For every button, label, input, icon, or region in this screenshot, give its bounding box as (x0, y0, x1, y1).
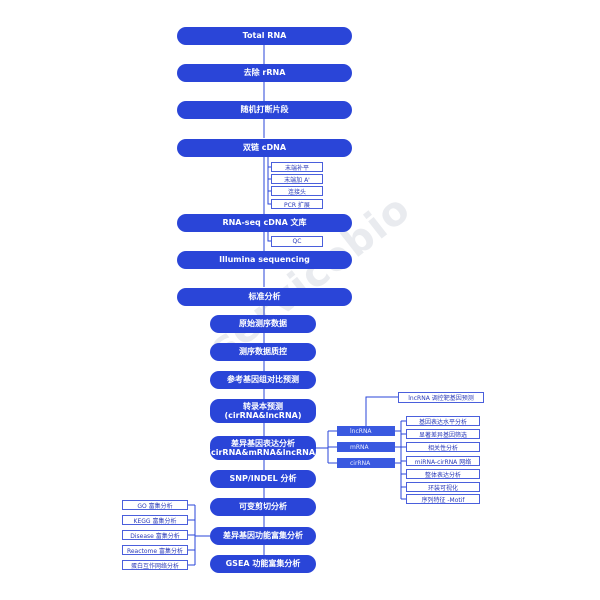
step-fragmentation: 随机打断片段 (177, 101, 352, 119)
analysis-snp-indel: SNP/INDEL 分析 (210, 470, 316, 488)
step-remove-rrna: 去除 rRNA (177, 64, 352, 82)
qc-box: QC (271, 236, 323, 247)
step-total-rna: Total RNA (177, 27, 352, 45)
enrichment-ppi: 蛋白互作网络分析 (122, 560, 188, 570)
enrichment-go: GO 富集分析 (122, 500, 188, 510)
rna-type-mrna: mRNA (337, 442, 395, 452)
right-analysis-mirna-network: miRNA-cirRNA 网络 (406, 456, 480, 466)
right-analysis-correlation: 相关性分析 (406, 442, 480, 452)
analysis-functional-enrichment: 差异基因功能富集分析 (210, 527, 316, 545)
analysis-qc: 测序数据质控 (210, 343, 316, 361)
cdna-step-end-repair: 末端补平 (271, 162, 323, 172)
step-standard-analysis: 标准分析 (177, 288, 352, 306)
right-analysis-expression-level: 基因表达水平分析 (406, 416, 480, 426)
analysis-alignment: 参考基因组对比预测 (210, 371, 316, 389)
step-library: RNA-seq cDNA 文库 (177, 214, 352, 232)
analysis-gsea: GSEA 功能富集分析 (210, 555, 316, 573)
enrichment-kegg: KEGG 富集分析 (122, 515, 188, 525)
bracket-line (267, 157, 271, 205)
enrichment-disease: Disease 富集分析 (122, 530, 188, 540)
right-analysis-de-screening: 显著差异基因筛选 (406, 429, 480, 439)
enrichment-reactome: Reactome 富集分析 (122, 545, 188, 555)
analysis-differential-expression: 差异基因表达分析 (cirRNA&mRNA&lncRNA) (207, 436, 319, 460)
right-analysis-overall-expression: 整体表达分析 (406, 469, 480, 479)
rna-type-lncrna: lncRNA (337, 426, 395, 436)
cdna-step-adapter: 连接头 (271, 186, 323, 196)
analysis-alternative-splicing: 可变剪切分析 (210, 498, 316, 516)
analysis-raw-data: 原始测序数据 (210, 315, 316, 333)
lncrna-target-prediction: lncRNA 调控靶基因预测 (398, 392, 484, 403)
step-sequencing: Illumina sequencing (177, 251, 352, 269)
rna-type-cirrna: cirRNA (337, 458, 395, 468)
step-ds-cdna: 双链 cDNA (177, 139, 352, 157)
cdna-step-a-tailing: 末端加 A' (271, 174, 323, 184)
right-analysis-motif: 序列特征 -Motif (406, 494, 480, 504)
analysis-transcript-prediction: 转录本预测 (cirRNA&lncRNA) (210, 399, 316, 423)
right-analysis-circos: 环装可视化 (406, 482, 480, 492)
cdna-step-pcr: PCR 扩展 (271, 199, 323, 209)
